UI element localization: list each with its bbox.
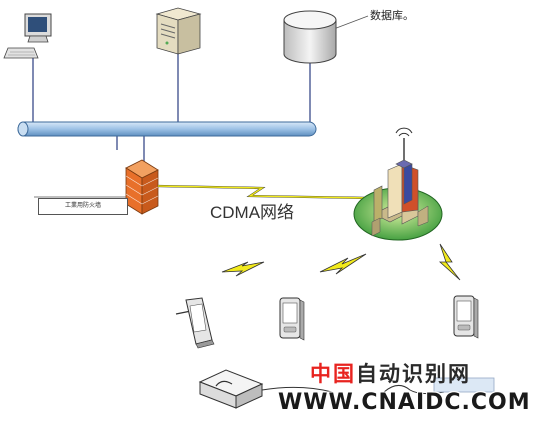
watermark-char: 别 [425,362,448,386]
wireless-bolt-icon [319,253,367,275]
watermark-char: 识 [402,362,425,386]
firewall-brick-icon [125,159,159,215]
server-tower-icon [155,7,202,55]
watermark-char: 网 [448,362,471,386]
database-cylinder-icon [283,10,337,64]
wireless-bolt-icon [438,243,461,281]
pda-stylus-icon [175,297,215,349]
cdma-link-lightning [157,185,371,199]
desktop-computer-icon [3,13,52,59]
watermark-site-name: 中国自动识别网 [310,358,471,388]
database-label: 数据库。 [370,9,414,22]
pda-icon [453,295,479,339]
watermark-char: 中 [310,362,333,386]
network-bus-pipe [17,121,317,137]
pda-icon [279,297,305,341]
cell-tower-city-icon [353,127,443,241]
firewall-label: 工業用防火墙 [64,202,101,209]
watermark-url: WWW.CNAIDC.COM [278,390,531,415]
wireless-bolt-icon [221,261,265,277]
watermark-char: 国 [333,362,356,386]
watermark-char: 自 [356,362,379,386]
card-reader-icon [198,369,495,409]
watermark-char: 动 [379,362,402,386]
cdma-network-label: CDMA网络 [210,203,295,222]
firewall-label-box: 工業用防火墙 [38,198,128,215]
